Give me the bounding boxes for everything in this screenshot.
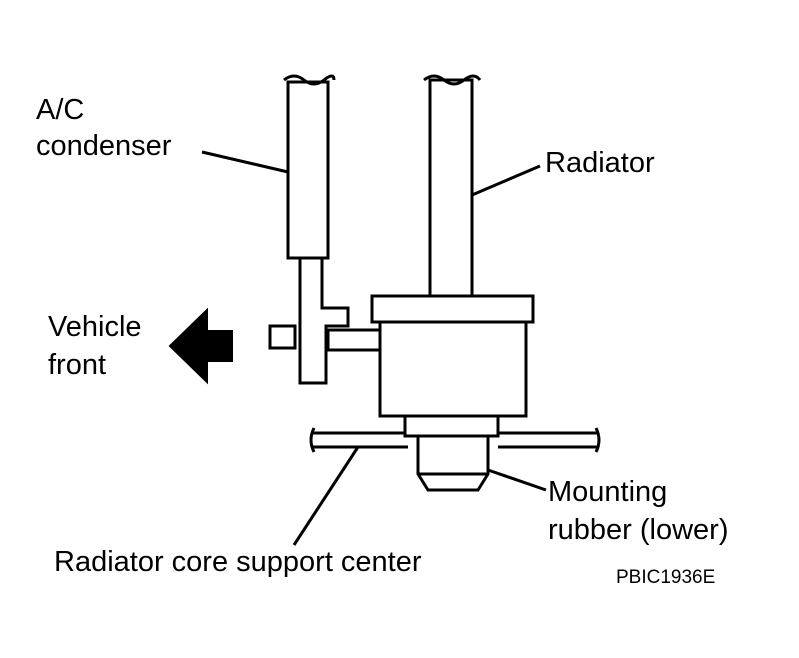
mounting-rubber-leader (487, 468, 547, 492)
figure-code: PBIC1936E (616, 567, 716, 588)
mounting-rubber-label-line1: Mounting (548, 476, 668, 508)
core-support-leader (292, 446, 360, 546)
vehicle-front-label-line2: front (48, 349, 107, 381)
radiator-break (423, 74, 482, 86)
vehicle-front-label-line1: Vehicle (48, 311, 142, 343)
ac-condenser-label-line1: A/C (36, 94, 85, 126)
mounting-rubber-body (416, 434, 490, 492)
radiator-core (428, 78, 474, 298)
mounting-rubber-neck (403, 414, 500, 438)
radiator-leader (471, 164, 541, 197)
radiator-tank-body (378, 320, 528, 418)
core-support-label: Radiator core support center (54, 546, 422, 578)
mounting-rubber-label-line2: rubber (lower) (548, 514, 729, 546)
bracket-peg (326, 328, 382, 352)
ac-condenser-core (286, 80, 330, 260)
vehicle-front-arrow-icon (168, 307, 233, 385)
radiator-label: Radiator (545, 147, 655, 179)
bracket-stub (268, 324, 297, 350)
ac-condenser-break (283, 74, 336, 86)
radiator-tank-flange (370, 294, 535, 324)
ac-condenser-leader (201, 150, 289, 174)
core-support-break-right (594, 427, 601, 453)
ac-condenser-bracket (298, 256, 350, 385)
core-support-break-left (309, 427, 316, 453)
ac-condenser-label-line2: condenser (36, 130, 172, 162)
